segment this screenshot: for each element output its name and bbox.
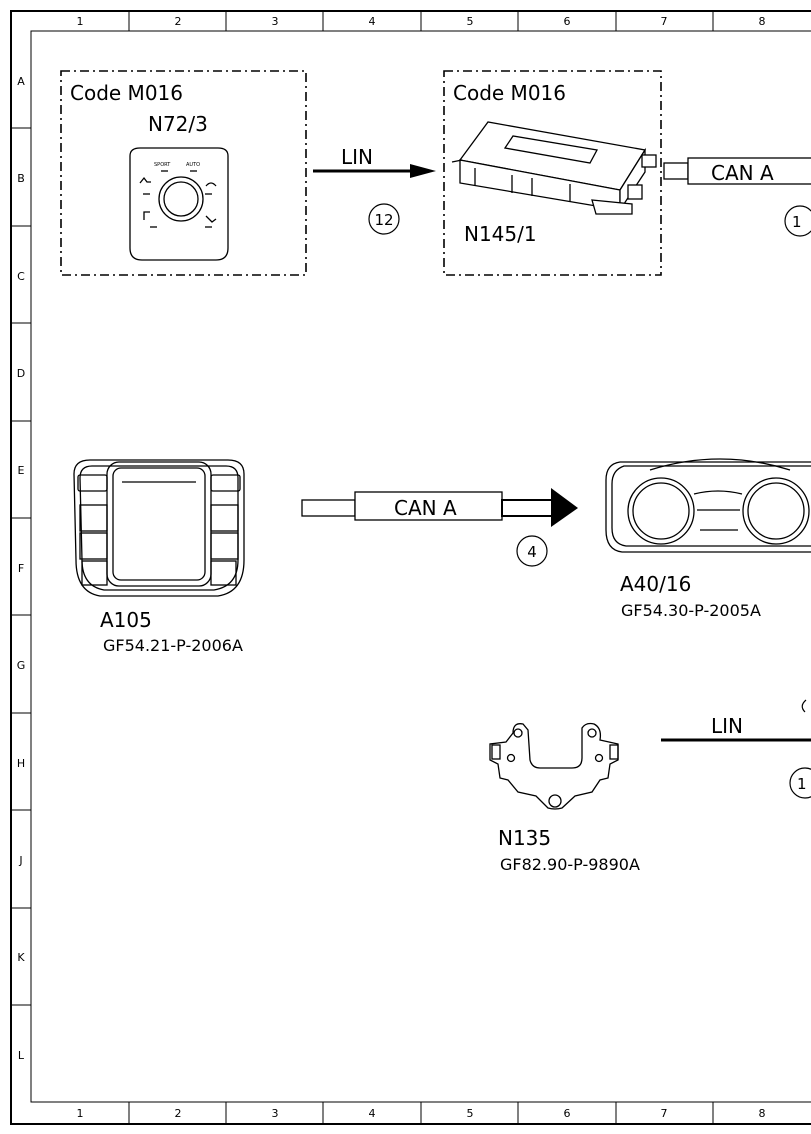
col-label: 3 xyxy=(272,15,279,28)
column-labels-bottom: 1 2 3 4 5 6 7 8 xyxy=(77,1107,766,1120)
col-label: 2 xyxy=(175,1107,182,1120)
row-label: B xyxy=(17,172,25,185)
lin-connection-top: LIN 12 xyxy=(313,145,436,235)
row-label: J xyxy=(18,854,22,867)
component-ref[interactable]: GF82.90-P-9890A xyxy=(500,855,640,874)
row-label: E xyxy=(18,464,25,477)
col-label: 5 xyxy=(467,15,474,28)
can-connection-mid: CAN A 4 xyxy=(301,488,578,567)
code-dashed-box xyxy=(443,70,662,276)
component-label: A105 xyxy=(100,608,152,632)
can-connection-top-right: CAN A 1 xyxy=(663,157,811,237)
auto-button-text: AUTO xyxy=(186,162,200,168)
touchpad-controller-icon xyxy=(73,459,245,597)
sport-button-text: SPORT xyxy=(154,162,171,168)
control-unit-icon xyxy=(451,121,657,215)
code-label: Code M016 xyxy=(70,81,183,105)
bus-label: CAN A xyxy=(711,161,774,185)
row-ticks xyxy=(11,127,31,1006)
connection-number: 12 xyxy=(374,211,393,229)
col-label: 4 xyxy=(369,15,376,28)
col-label: 1 xyxy=(77,1107,84,1120)
a40-16-component[interactable]: A40/16 GF54.30-P-2005A xyxy=(605,458,811,620)
row-label: H xyxy=(17,757,25,770)
col-label: 6 xyxy=(564,1107,571,1120)
col-label: 8 xyxy=(759,1107,766,1120)
col-label: 2 xyxy=(175,15,182,28)
component-label: N135 xyxy=(498,826,551,850)
instrument-cluster-icon xyxy=(605,458,811,553)
component-label: N72/3 xyxy=(148,112,208,136)
code-dashed-box xyxy=(60,70,307,276)
component-ref[interactable]: GF54.30-P-2005A xyxy=(621,601,761,620)
dynamic-select-switch-icon xyxy=(129,147,229,261)
code-label: Code M016 xyxy=(453,81,566,105)
connection-number: 1 xyxy=(797,775,807,793)
bus-label: LIN xyxy=(341,145,373,169)
row-label: G xyxy=(17,659,26,672)
connection-number: 1 xyxy=(792,213,802,231)
row-label: D xyxy=(17,367,25,380)
col-label: 6 xyxy=(564,15,571,28)
col-label: 4 xyxy=(369,1107,376,1120)
column-ticks xyxy=(128,11,714,1124)
row-label: K xyxy=(17,951,25,964)
col-label: 3 xyxy=(272,1107,279,1120)
n145-1-component[interactable]: Code M016 N145/1 xyxy=(443,70,662,276)
column-labels-top: 1 2 3 4 5 6 7 8 xyxy=(77,15,766,28)
row-labels: A B C D E F G H J K L xyxy=(17,75,26,1062)
col-label: 8 xyxy=(759,15,766,28)
component-label: A40/16 xyxy=(620,572,691,596)
connector-symbol xyxy=(801,699,807,713)
row-label: A xyxy=(17,75,25,88)
n72-3-component[interactable]: Code M016 N72/3 SPORT AUTO xyxy=(60,70,307,276)
inner-frame xyxy=(30,30,811,1103)
component-label: N145/1 xyxy=(464,222,537,246)
bus-label: CAN A xyxy=(394,496,457,520)
col-label: 5 xyxy=(467,1107,474,1120)
col-label: 1 xyxy=(77,15,84,28)
component-ref[interactable]: GF54.21-P-2006A xyxy=(103,636,243,655)
row-label: L xyxy=(18,1049,25,1062)
n135-component[interactable]: N135 GF82.90-P-9890A xyxy=(489,722,640,875)
bus-label: LIN xyxy=(711,714,743,738)
row-label: F xyxy=(18,562,24,575)
row-label: C xyxy=(17,270,25,283)
connection-number: 4 xyxy=(527,543,537,561)
a105-component[interactable]: A105 GF54.21-P-2006A xyxy=(73,459,245,655)
col-label: 7 xyxy=(661,15,668,28)
lin-connection-bottom: LIN 1 xyxy=(661,699,811,799)
col-label: 7 xyxy=(661,1107,668,1120)
steering-column-module-icon xyxy=(489,722,619,810)
